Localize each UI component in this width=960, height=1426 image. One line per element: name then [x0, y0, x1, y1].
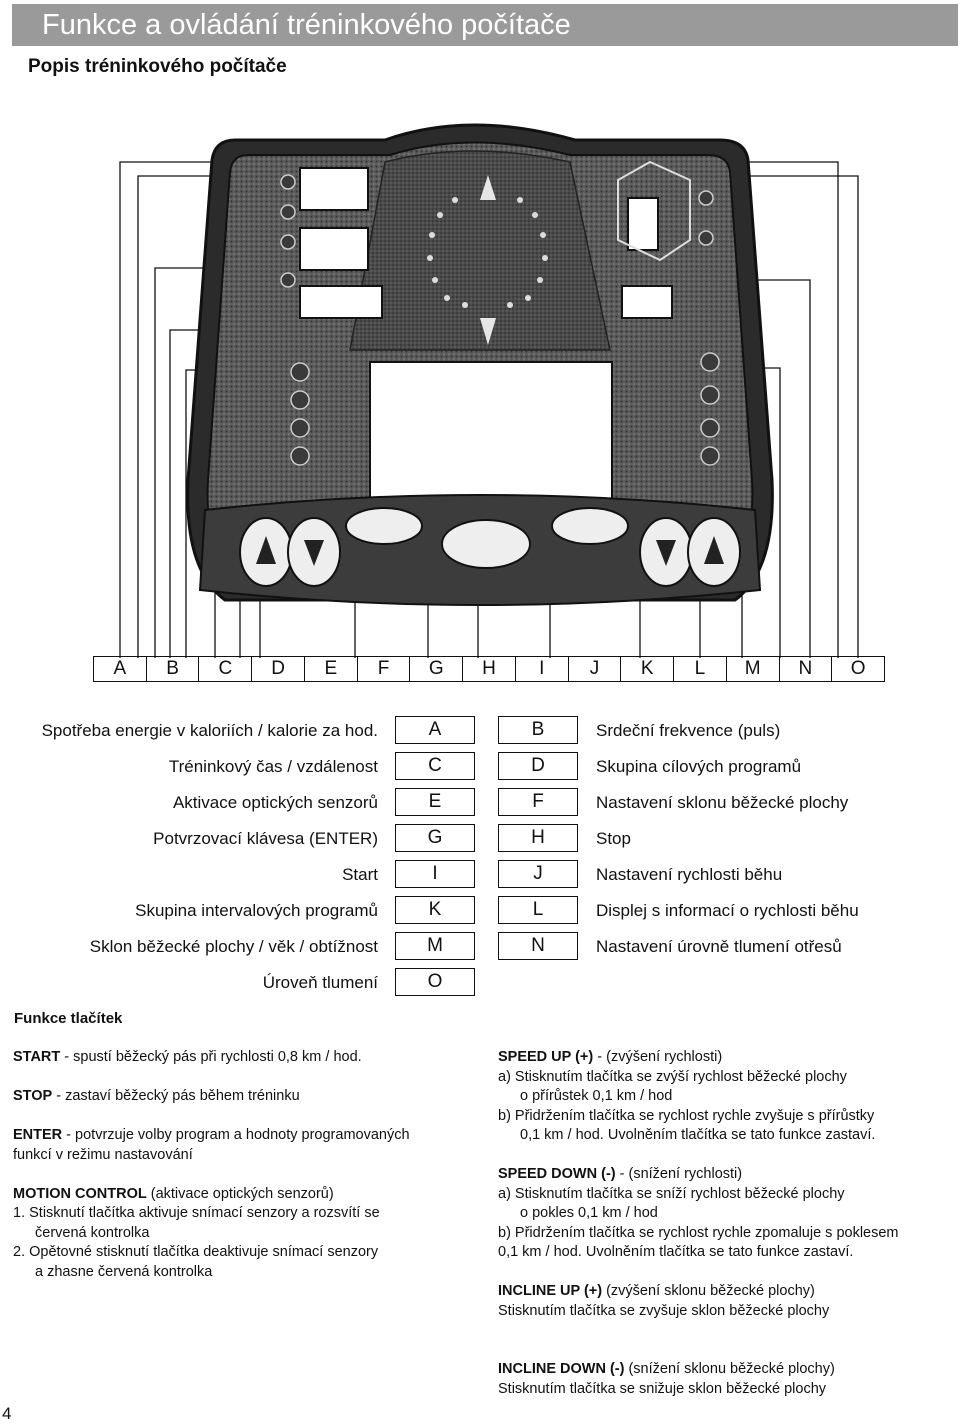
legend-letter-box: D — [498, 752, 578, 780]
legend-letter-box: N — [498, 932, 578, 960]
letter-strip: A B C D E F G H I J K L M N O — [93, 656, 885, 682]
enter-description: - potvrzuje volby program a hodnoty prog… — [62, 1127, 410, 1143]
console-diagram — [119, 123, 859, 658]
legend-row: Úroveň tlumení O — [0, 968, 960, 998]
speed-down-b: b) Přidržením tlačítka se rychlost rychl… — [498, 1224, 899, 1241]
letter-cell: A — [94, 657, 147, 681]
speed-up-a: a) Stisknutím tlačítka se zvýší rychlost… — [498, 1068, 847, 1085]
legend-left-label: Potvrzovací klávesa (ENTER) — [153, 829, 378, 848]
start-description: - spustí běžecký pás při rychlosti 0,8 k… — [60, 1049, 362, 1065]
incline-down-description: (snížení sklonu běžecké plochy) — [624, 1361, 835, 1377]
speed-up-a-cont: o přírůstek 0,1 km / hod — [520, 1088, 673, 1104]
enter-description-cont: funkcí v režimu nastavování — [13, 1146, 193, 1163]
letter-cell: N — [780, 657, 833, 681]
legend-letter-box: H — [498, 824, 578, 852]
led-ring — [427, 197, 548, 308]
legend-row: Skupina intervalových programů K L Displ… — [0, 896, 960, 926]
legend-row: Aktivace optických senzorů E F Nastavení… — [0, 788, 960, 818]
functions-left-column: START - spustí běžecký pás při rychlosti… — [13, 1048, 483, 1282]
legend-letter-box: G — [395, 824, 475, 852]
legend-right-label: Displej s informací o rychlosti běhu — [596, 901, 859, 920]
legend-row: Start I J Nastavení rychlosti běhu — [0, 860, 960, 890]
incline-up-key: INCLINE UP (+) — [498, 1283, 603, 1299]
letter-cell: D — [252, 657, 305, 681]
legend-left-label: Sklon běžecké plochy / věk / obtížnost — [89, 937, 378, 956]
page-number: 4 — [2, 1404, 12, 1423]
speed-up-key: SPEED UP (+) — [498, 1049, 594, 1065]
legend-letter-box: J — [498, 860, 578, 888]
legend-row: Potvrzovací klávesa (ENTER) G H Stop — [0, 824, 960, 854]
letter-cell: F — [358, 657, 411, 681]
speed-down-a-cont: o pokles 0,1 km / hod — [520, 1205, 658, 1221]
letter-cell: B — [147, 657, 200, 681]
motion-control-key: MOTION CONTROL — [13, 1185, 147, 1202]
legend-left-label: Aktivace optických senzorů — [172, 793, 378, 812]
incline-up-detail: Stisknutím tlačítka se zvyšuje sklon běž… — [498, 1302, 830, 1319]
start-key: START — [13, 1049, 61, 1065]
legend-letter-box: M — [395, 932, 475, 960]
letter-cell: L — [674, 657, 727, 681]
speed-down-b-cont: 0,1 km / hod. Uvolněním tlačítka se tato… — [498, 1244, 854, 1260]
speed-up-description: - (zvýšení rychlosti) — [593, 1049, 723, 1065]
motion-step-1-cont: červená kontrolka — [35, 1224, 150, 1241]
legend-left-label: Start — [342, 865, 378, 884]
speed-down-description: - (snížení rychlosti) — [615, 1166, 743, 1182]
letter-cell: G — [410, 657, 464, 681]
letter-cell: E — [305, 657, 358, 681]
legend-right-label: Stop — [596, 829, 631, 848]
legend-letter-box: C — [395, 752, 475, 780]
letter-cell: C — [199, 657, 253, 681]
legend-right-label: Nastavení úrovně tlumení otřesů — [596, 937, 842, 956]
speed-down-a: a) Stisknutím tlačítka se sníží rychlost… — [498, 1185, 845, 1202]
speed-up-b-cont: 0,1 km / hod. Uvolněním tlačítka se tato… — [520, 1127, 876, 1143]
letter-cell: I — [516, 657, 569, 681]
stop-key: STOP — [13, 1088, 53, 1104]
legend-left-label: Spotřeba energie v kaloriích / kalorie z… — [41, 721, 378, 740]
legend-letter-box: A — [395, 716, 475, 744]
legend-letter-box: B — [498, 716, 578, 744]
legend-left-label: Skupina intervalových programů — [135, 901, 378, 920]
motion-control-description: (aktivace optických senzorů) — [146, 1185, 334, 1202]
letter-cell: M — [727, 657, 780, 681]
incline-down-key: INCLINE DOWN (-) — [498, 1361, 625, 1377]
letter-cell: K — [621, 657, 675, 681]
legend-right-label: Skupina cílových programů — [596, 757, 802, 776]
letter-cell: H — [463, 657, 516, 681]
section-subtitle: Popis tréninkového počítače — [28, 56, 287, 77]
legend-letter-box: L — [498, 896, 578, 924]
legend-left-label: Úroveň tlumení — [262, 973, 378, 992]
legend-letter-box: K — [395, 896, 475, 924]
stop-description: - zastaví běžecký pás během tréninku — [52, 1088, 300, 1104]
legend-row: Spotřeba energie v kaloriích / kalorie z… — [0, 716, 960, 746]
functions-right-column: SPEED UP (+) - (zvýšení rychlosti) a) St… — [498, 1048, 958, 1399]
letter-cell: O — [850, 658, 866, 679]
page-title: Funkce a ovládání tréninkového počítače — [12, 4, 958, 46]
motion-step-2-cont: a zhasne červená kontrolka — [35, 1263, 213, 1280]
legend-right-label: Nastavení rychlosti běhu — [596, 865, 783, 884]
legend-letter-box: I — [395, 860, 475, 888]
legend-row: Tréninkový čas / vzdálenost C D Skupina … — [0, 752, 960, 782]
legend-letter-box: E — [395, 788, 475, 816]
legend-right-label: Nastavení sklonu běžecké plochy — [596, 793, 849, 812]
incline-down-detail: Stisknutím tlačítka se snižuje sklon běž… — [498, 1380, 827, 1397]
incline-up-description: (zvýšení sklonu běžecké plochy) — [602, 1283, 815, 1299]
letter-cell: J — [569, 657, 622, 681]
motion-step-1: 1. Stisknutí tlačítka aktivuje snímací s… — [13, 1205, 380, 1221]
functions-heading: Funkce tlačítek — [14, 1010, 123, 1027]
legend-right-label: Srdeční frekvence (puls) — [596, 721, 781, 740]
legend-left-label: Tréninkový čas / vzdálenost — [168, 757, 378, 776]
speed-up-b: b) Přidržením tlačítka se rychlost rychl… — [498, 1107, 875, 1124]
legend-row: Sklon běžecké plochy / věk / obtížnost M… — [0, 932, 960, 962]
motion-step-2: 2. Opětovné stisknutí tlačítka deaktivuj… — [13, 1244, 379, 1260]
enter-key: ENTER — [13, 1127, 63, 1143]
speed-down-key: SPEED DOWN (-) — [498, 1166, 616, 1182]
legend-letter-box: F — [498, 788, 578, 816]
legend-letter-box: O — [395, 968, 475, 996]
main-display — [369, 361, 613, 515]
